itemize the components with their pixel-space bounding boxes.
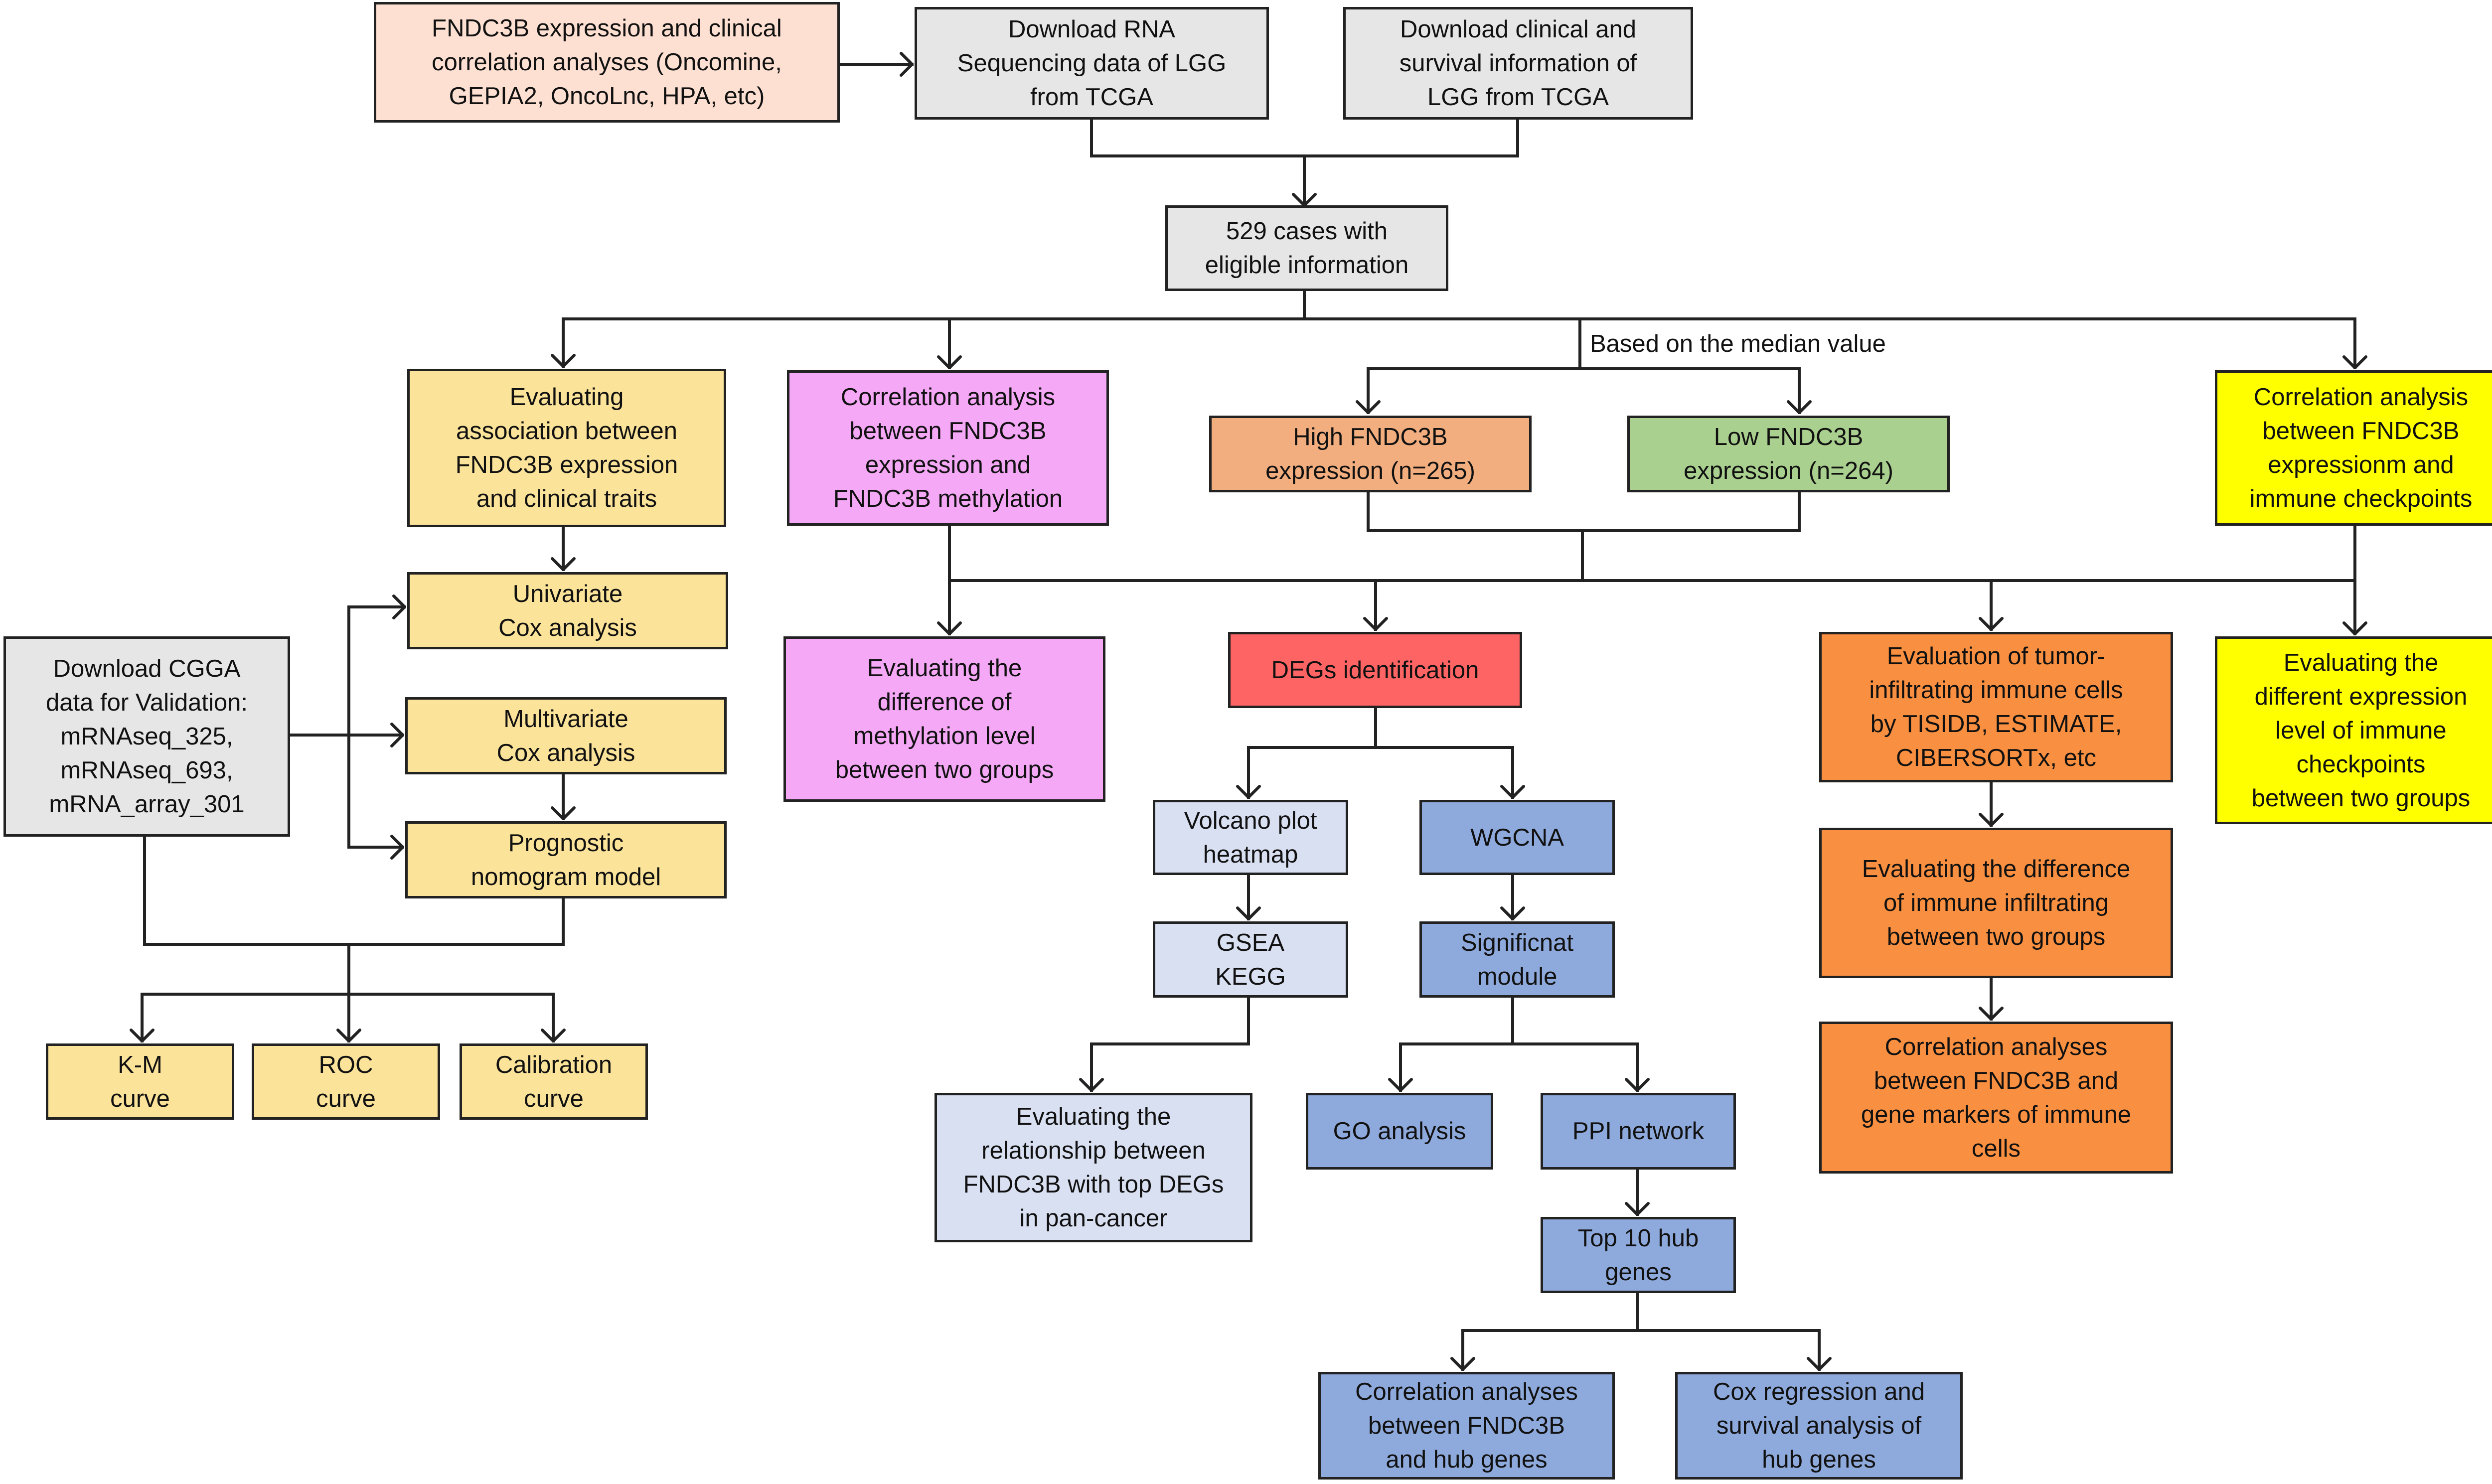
low-fndc3b-box: Low FNDC3B expression (n=264): [1627, 416, 1950, 492]
correlation-methylation-text: Correlation analysis between FNDC3B expr…: [833, 384, 1063, 512]
correlation-checkpoints-text: Correlation analysis between FNDC3B expr…: [2249, 384, 2473, 512]
correlation-hub-box: Correlation analyses between FNDC3B and …: [1318, 1372, 1615, 1480]
correlation-hub-text: Correlation analyses between FNDC3B and …: [1355, 1378, 1578, 1473]
arrowhead: [1079, 1078, 1104, 1092]
evaluating-association-box: Evaluating association between FNDC3B ex…: [407, 369, 726, 527]
arrowhead: [1979, 1007, 2004, 1021]
gene-markers-box: Correlation analyses between FNDC3B and …: [1819, 1022, 2173, 1174]
arrowhead: [1625, 1202, 1650, 1216]
arrowhead: [1236, 906, 1261, 920]
significant-module-text: Significnat module: [1460, 929, 1574, 990]
top10-hub-text: Top 10 hub genes: [1577, 1224, 1699, 1286]
methylation-difference-box: Evaluating the difference of methylation…: [783, 636, 1105, 802]
methylation-difference-text: Evaluating the difference of methylation…: [835, 655, 1054, 783]
arrowhead: [1787, 400, 1812, 414]
correlation-checkpoints-box: Correlation analysis between FNDC3B expr…: [2215, 370, 2492, 526]
wgcna-box: WGCNA: [1419, 800, 1615, 875]
arrowhead: [541, 1029, 566, 1042]
pan-cancer-text: Evaluating the relationship between FNDC…: [963, 1103, 1224, 1232]
top10-hub-box: Top 10 hub genes: [1541, 1217, 1736, 1293]
download-rna-box: Download RNA Sequencing data of LGG from…: [915, 7, 1269, 120]
ppi-network-text: PPI network: [1572, 1118, 1705, 1145]
arrowhead: [1625, 1078, 1650, 1092]
km-curve-text: K-M curve: [110, 1051, 170, 1112]
go-analysis-box: GO analysis: [1306, 1093, 1493, 1170]
volcano-plot-box: Volcano plot heatmap: [1153, 800, 1348, 875]
wgcna-text: WGCNA: [1470, 824, 1564, 851]
arrowhead: [937, 621, 962, 635]
arrowhead: [1979, 617, 2004, 631]
km-curve-box: K-M curve: [46, 1043, 234, 1120]
univariate-cox-text: Univariate Cox analysis: [498, 580, 637, 641]
cox-survival-hub-text: Cox regression and survival analysis of …: [1713, 1378, 1925, 1473]
go-analysis-text: GO analysis: [1333, 1118, 1466, 1145]
arrowhead: [1236, 785, 1261, 799]
arrowhead: [336, 1029, 361, 1042]
arrowhead: [2342, 355, 2367, 369]
download-cgga-box: Download CGGA data for Validation: mRNAs…: [3, 636, 290, 837]
prognostic-nomogram-box: Prognostic nomogram model: [405, 821, 727, 898]
roc-curve-text: ROC curve: [316, 1051, 376, 1112]
download-clinical-box: Download clinical and survival informati…: [1343, 7, 1693, 120]
download-cgga-text: Download CGGA data for Validation: mRNAs…: [46, 655, 248, 818]
prognostic-nomogram-text: Prognostic nomogram model: [470, 829, 661, 890]
pan-cancer-box: Evaluating the relationship between FNDC…: [934, 1093, 1252, 1242]
checkpoint-difference-box: Evaluating the different expression leve…: [2215, 636, 2492, 824]
arrowhead: [1363, 617, 1388, 631]
arrowhead: [390, 723, 404, 747]
tumor-infiltrating-text: Evaluation of tumor- infiltrating immune…: [1869, 643, 2123, 771]
arrowhead: [551, 557, 576, 571]
roc-curve-box: ROC curve: [252, 1043, 440, 1120]
arrowhead: [900, 52, 914, 77]
arrowhead: [392, 594, 406, 619]
arrowhead: [1356, 400, 1381, 414]
volcano-plot-text: Volcano plot heatmap: [1184, 807, 1317, 868]
gsea-kegg-box: GSEA KEGG: [1153, 921, 1348, 998]
arrowhead: [1807, 1357, 1832, 1371]
cox-survival-hub-box: Cox regression and survival analysis of …: [1675, 1372, 1963, 1480]
gsea-kegg-text: GSEA KEGG: [1215, 929, 1286, 990]
arrowhead: [551, 806, 576, 820]
arrowhead: [1388, 1078, 1413, 1092]
high-fndc3b-text: High FNDC3B expression (n=265): [1265, 424, 1475, 484]
fndc3b-expression-analyses-text: FNDC3B expression and clinical correlati…: [432, 15, 782, 110]
low-fndc3b-text: Low FNDC3B expression (n=264): [1684, 424, 1893, 484]
tumor-infiltrating-box: Evaluation of tumor- infiltrating immune…: [1819, 632, 2173, 782]
arrowhead: [1500, 906, 1525, 920]
multivariate-cox-box: Multivariate Cox analysis: [405, 697, 727, 774]
checkpoint-difference-text: Evaluating the different expression leve…: [2251, 649, 2471, 812]
arrowhead: [551, 354, 576, 368]
significant-module-box: Significnat module: [1419, 921, 1615, 998]
calibration-curve-box: Calibration curve: [460, 1043, 648, 1120]
arrowhead: [130, 1029, 155, 1042]
arrowhead: [1500, 785, 1525, 799]
degs-identification-box: DEGs identification: [1228, 632, 1522, 708]
multivariate-cox-text: Multivariate Cox analysis: [496, 705, 635, 766]
arrowhead: [390, 835, 404, 860]
download-rna-text: Download RNA Sequencing data of LGG from…: [957, 16, 1227, 111]
degs-identification-text: DEGs identification: [1271, 656, 1479, 684]
median-split-label: Based on the median value: [1590, 330, 1886, 357]
eligible-cases-text: 529 cases with eligible information: [1205, 218, 1409, 279]
arrowhead: [1450, 1357, 1475, 1371]
immune-infiltrating-difference-box: Evaluating the difference of immune infi…: [1819, 828, 2173, 978]
univariate-cox-box: Univariate Cox analysis: [407, 572, 728, 649]
immune-infiltrating-difference-text: Evaluating the difference of immune infi…: [1862, 856, 2131, 950]
arrowhead: [1979, 813, 2004, 827]
high-fndc3b-box: High FNDC3B expression (n=265): [1209, 416, 1532, 492]
calibration-curve-text: Calibration curve: [495, 1051, 613, 1112]
gene-markers-text: Correlation analyses between FNDC3B and …: [1861, 1033, 2131, 1162]
fndc3b-expression-analyses-box: FNDC3B expression and clinical correlati…: [374, 2, 840, 123]
arrowhead: [2342, 621, 2367, 635]
correlation-methylation-box: Correlation analysis between FNDC3B expr…: [787, 370, 1109, 526]
evaluating-association-text: Evaluating association between FNDC3B ex…: [455, 384, 678, 512]
download-clinical-text: Download clinical and survival informati…: [1399, 16, 1637, 111]
eligible-cases-box: 529 cases with eligible information: [1165, 205, 1448, 291]
arrowhead: [937, 355, 962, 369]
ppi-network-box: PPI network: [1541, 1093, 1736, 1170]
